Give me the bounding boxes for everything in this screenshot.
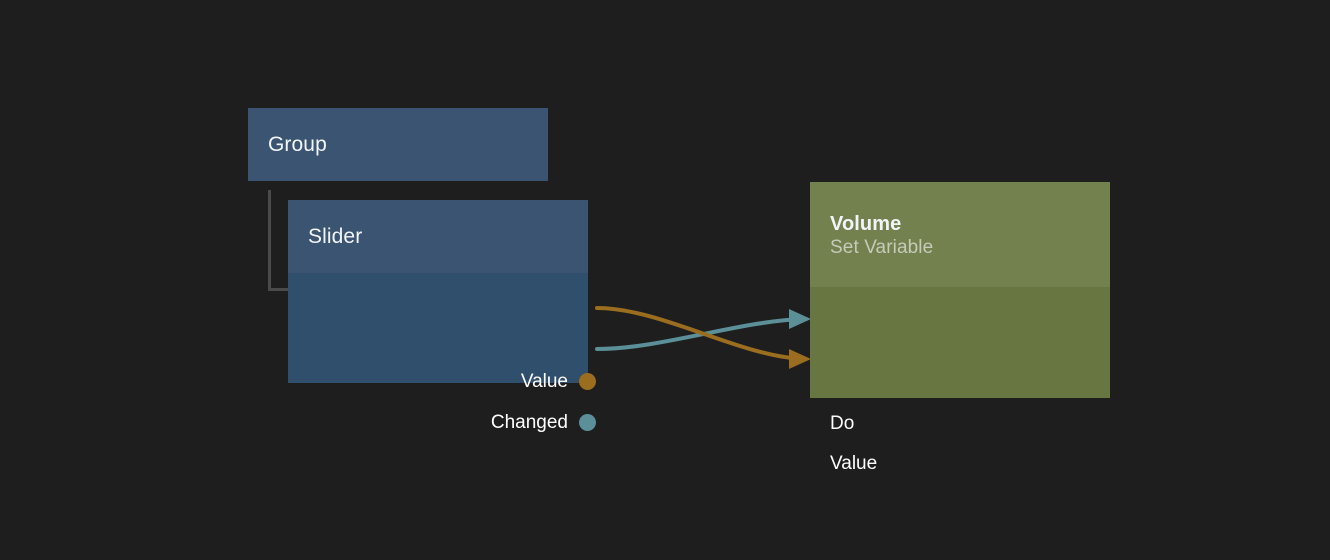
input-port-do-label: Do <box>830 413 855 434</box>
node-slider-title: Slider <box>308 225 363 248</box>
output-port-changed-label: Changed <box>490 412 568 433</box>
node-volume[interactable]: Volume Set Variable Do Value <box>810 182 1110 474</box>
wire-changed-to-do <box>595 317 808 351</box>
output-port-value[interactable]: Value <box>521 371 588 393</box>
output-port-changed-dot[interactable] <box>579 414 596 431</box>
input-port-value-label: Value <box>830 453 878 474</box>
wire-value-to-value <box>595 306 808 361</box>
input-port-value[interactable]: Value <box>810 453 877 475</box>
node-volume-subtitle: Set Variable <box>830 236 934 258</box>
output-port-value-label: Value <box>520 371 568 392</box>
group-bracket-vertical <box>268 190 271 291</box>
group-bracket <box>268 190 290 291</box>
node-volume-body: Do Value <box>810 287 1110 474</box>
arrowhead-value-input <box>789 349 811 369</box>
node-group-title: Group <box>268 133 327 156</box>
node-group-header[interactable]: Group <box>248 108 548 181</box>
node-volume-header[interactable]: Volume Set Variable <box>810 182 1110 287</box>
group-bracket-foot <box>268 288 289 291</box>
node-volume-title: Volume <box>830 212 902 235</box>
node-slider-body: Value Changed <box>288 273 596 433</box>
node-slider-header[interactable]: Slider <box>288 200 588 273</box>
output-port-changed[interactable]: Changed <box>491 412 588 434</box>
input-port-do[interactable]: Do <box>810 413 854 435</box>
arrowhead-do-input <box>789 309 811 329</box>
node-group[interactable]: Group <box>248 108 548 181</box>
node-slider[interactable]: Slider Value Changed <box>288 200 596 433</box>
output-port-value-dot[interactable] <box>579 373 596 390</box>
